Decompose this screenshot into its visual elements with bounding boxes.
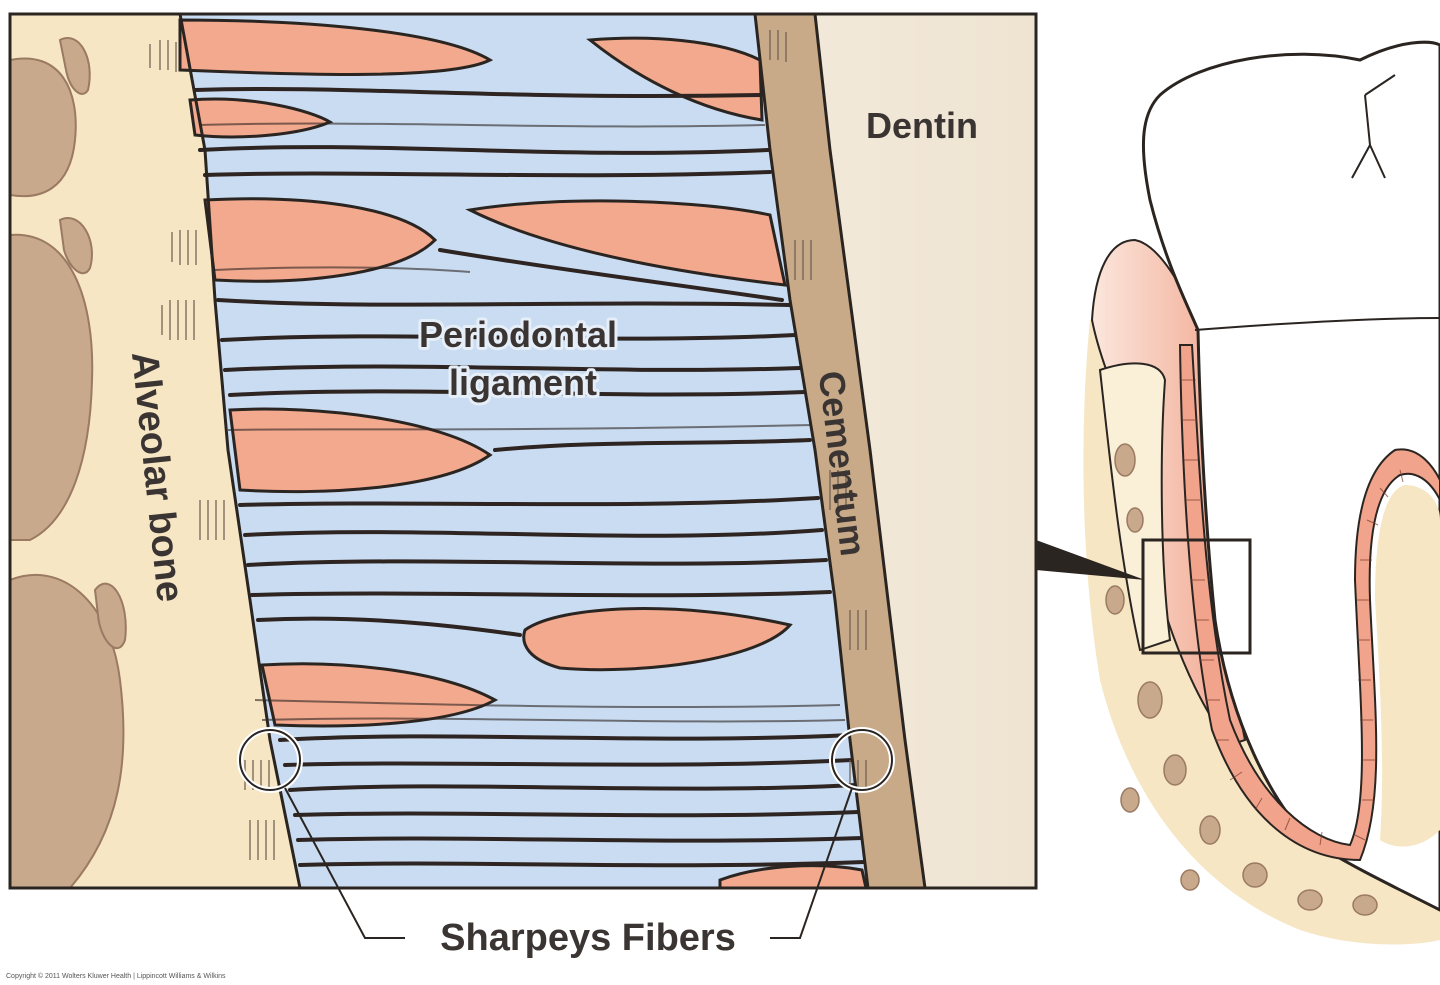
bone-marrow-spaces [10,37,127,888]
sharpeys-fiber-callouts [237,727,895,939]
copyright-text: Copyright © 2011 Wolters Kluwer Health |… [6,972,226,980]
enlarged-section [10,14,1036,888]
label-sharpeys-fibers: Sharpeys Fibers [440,917,736,959]
sharpeys-leader-right [770,787,853,939]
label-periodontal-ligament-line1: Periodontal [419,314,617,355]
detail-pointer [1036,540,1145,580]
cementum-region [753,14,927,888]
detail-region-box [1141,538,1252,655]
root-ligament [1178,344,1440,862]
label-dentin: Dentin [866,105,978,146]
label-periodontal-ligament-line2: ligament [449,362,597,403]
tooth-overview [1036,40,1440,945]
blood-vessels [178,18,868,888]
sharpeys-leader-left [284,787,405,939]
enlarged-section-frame [8,12,1038,890]
collagen-fibers [193,86,866,868]
